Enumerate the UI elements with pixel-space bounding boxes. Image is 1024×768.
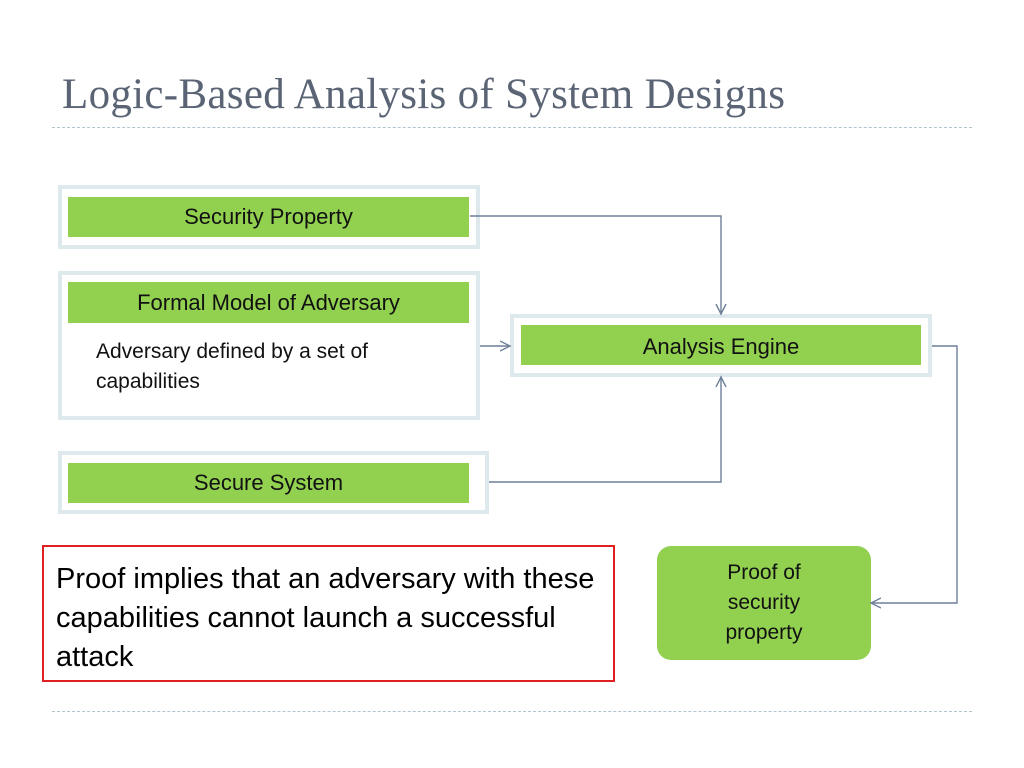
secure-system-box: Secure System [68, 463, 469, 503]
proof-box: Proof of security property [657, 546, 871, 660]
security-property-box: Security Property [68, 197, 469, 237]
adversary-model-description: Adversary defined by a set of capabiliti… [96, 340, 368, 393]
slide-title: Logic-Based Analysis of System Designs [62, 71, 786, 118]
arrow-engine-to-proof [871, 345, 958, 603]
title-divider [52, 127, 972, 128]
analysis-engine-box: Analysis Engine [521, 325, 921, 365]
arrow-security-to-engine [470, 215, 721, 314]
footer-divider [52, 711, 972, 712]
arrow-system-to-engine [489, 377, 721, 483]
conclusion-callout: Proof implies that an adversary with the… [42, 545, 615, 682]
adversary-model-header: Formal Model of Adversary [68, 282, 469, 323]
